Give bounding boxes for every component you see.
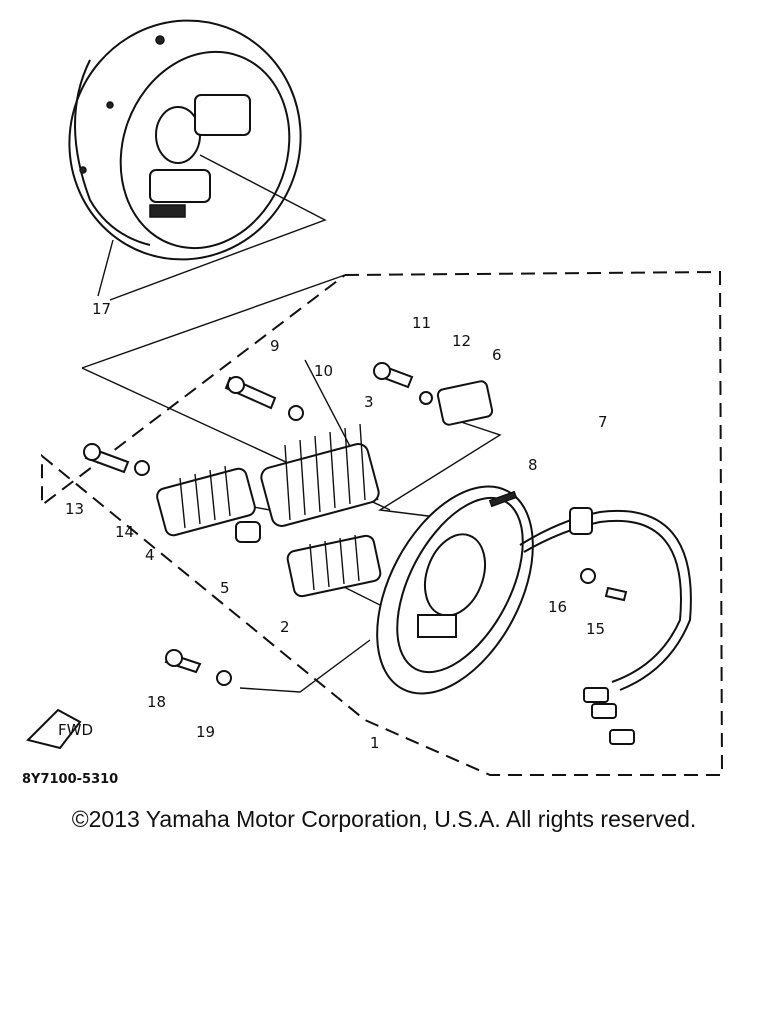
callout-5: 5 xyxy=(220,579,230,597)
fwd-label: FWD xyxy=(58,721,93,739)
callout-4: 4 xyxy=(145,546,155,564)
collar-5 xyxy=(235,521,261,543)
callout-2: 2 xyxy=(280,618,290,636)
callout-14: 14 xyxy=(115,523,134,541)
callout-6: 6 xyxy=(492,346,502,364)
wire-harness xyxy=(519,507,692,745)
stator-base-plate xyxy=(376,485,534,695)
callout-labels: 1 2 3 4 5 6 7 8 9 10 11 12 13 14 15 16 1… xyxy=(65,300,608,752)
copyright-notice: ©2013 Yamaha Motor Corporation, U.S.A. A… xyxy=(71,806,697,832)
callout-16: 16 xyxy=(548,598,567,616)
callout-13: 13 xyxy=(65,500,84,518)
diagram-code: 8Y7100-5310 xyxy=(22,772,118,787)
coil-2 xyxy=(286,534,382,598)
coil-4 xyxy=(156,465,256,537)
callout-17: 17 xyxy=(92,300,111,318)
callout-11: 11 xyxy=(412,314,431,332)
callout-9: 9 xyxy=(270,337,280,355)
forward-arrow: FWD xyxy=(26,708,93,750)
callout-10: 10 xyxy=(314,362,333,380)
callout-19: 19 xyxy=(196,723,215,741)
callout-1: 1 xyxy=(370,734,380,752)
flywheel-rotor xyxy=(68,19,302,261)
callout-18: 18 xyxy=(147,693,166,711)
callout-8: 8 xyxy=(528,456,538,474)
pickup-coil-6 xyxy=(436,380,494,426)
callout-3: 3 xyxy=(364,393,374,411)
callout-15: 15 xyxy=(586,620,605,638)
stator-assembly-boundary xyxy=(41,270,724,776)
callout-12: 12 xyxy=(452,332,471,350)
coil-3 xyxy=(260,423,380,527)
callout-7: 7 xyxy=(598,413,608,431)
fasteners xyxy=(83,362,628,686)
